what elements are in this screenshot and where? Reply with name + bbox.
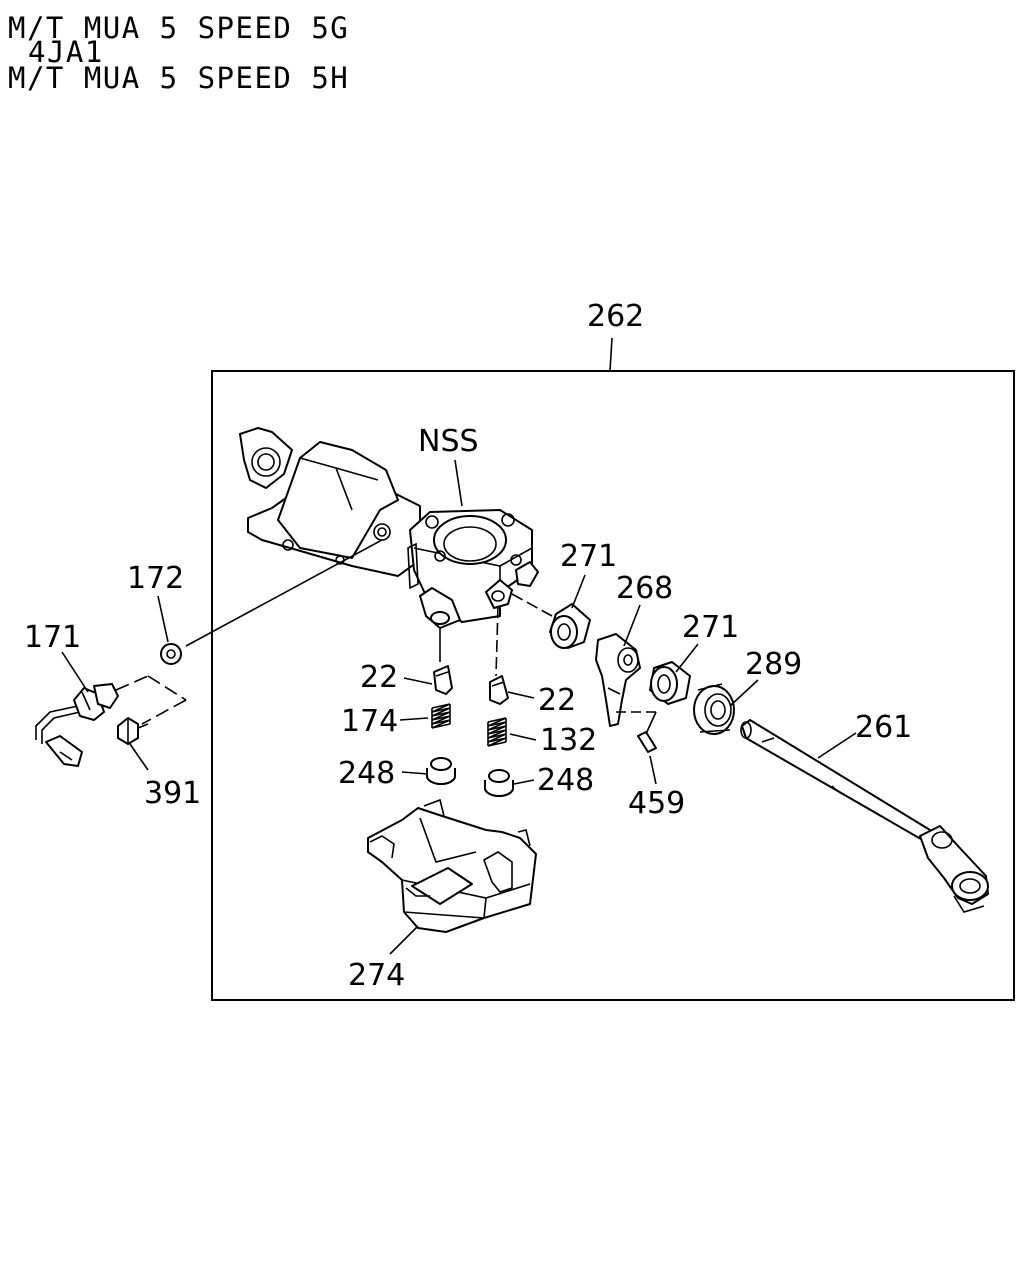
assembly-frame bbox=[211, 370, 1015, 1001]
header-engine-code: 4JA1 bbox=[28, 35, 104, 69]
callout-262: 262 bbox=[587, 299, 644, 334]
callout-268: 268 bbox=[616, 571, 673, 606]
part-174-spring bbox=[431, 703, 451, 729]
callout-289: 289 bbox=[745, 647, 802, 682]
callout-271-right: 271 bbox=[682, 610, 739, 645]
header-model-line-2: M/T MUA 5 SPEED 5H bbox=[8, 61, 350, 95]
part-391-bolt bbox=[117, 717, 149, 745]
callout-248-left: 248 bbox=[338, 756, 395, 791]
part-271-bushing-left bbox=[549, 603, 591, 649]
callout-171: 171 bbox=[24, 620, 81, 655]
part-171-switch bbox=[35, 683, 119, 767]
part-248-plug-right bbox=[484, 769, 514, 797]
leader-lines bbox=[61, 337, 857, 955]
part-22-detent-right bbox=[489, 675, 509, 705]
part-132-spring bbox=[487, 717, 507, 747]
callout-nss: NSS bbox=[418, 424, 479, 459]
callout-172: 172 bbox=[127, 561, 184, 596]
part-261-shift-shaft bbox=[740, 719, 989, 913]
callout-274: 274 bbox=[348, 958, 405, 993]
part-459-pin bbox=[637, 731, 657, 753]
part-271-bushing-right bbox=[649, 661, 691, 705]
part-22-detent-left bbox=[433, 665, 453, 695]
part-248-plug-left bbox=[426, 757, 456, 785]
part-172-gasket bbox=[160, 643, 182, 665]
callout-248-right: 248 bbox=[537, 763, 594, 798]
callout-459: 459 bbox=[628, 786, 685, 821]
callout-22-right: 22 bbox=[538, 683, 576, 718]
callout-271-left: 271 bbox=[560, 539, 617, 574]
callout-22-left: 22 bbox=[360, 660, 398, 695]
part-274-cover bbox=[367, 798, 537, 933]
callout-174: 174 bbox=[341, 704, 398, 739]
callout-132: 132 bbox=[540, 723, 597, 758]
part-housing bbox=[239, 427, 539, 629]
part-289-bearing bbox=[693, 683, 735, 735]
callout-261: 261 bbox=[855, 710, 912, 745]
callout-391: 391 bbox=[144, 776, 201, 811]
header-model-line-1: M/T MUA 5 SPEED 5G bbox=[8, 11, 350, 45]
